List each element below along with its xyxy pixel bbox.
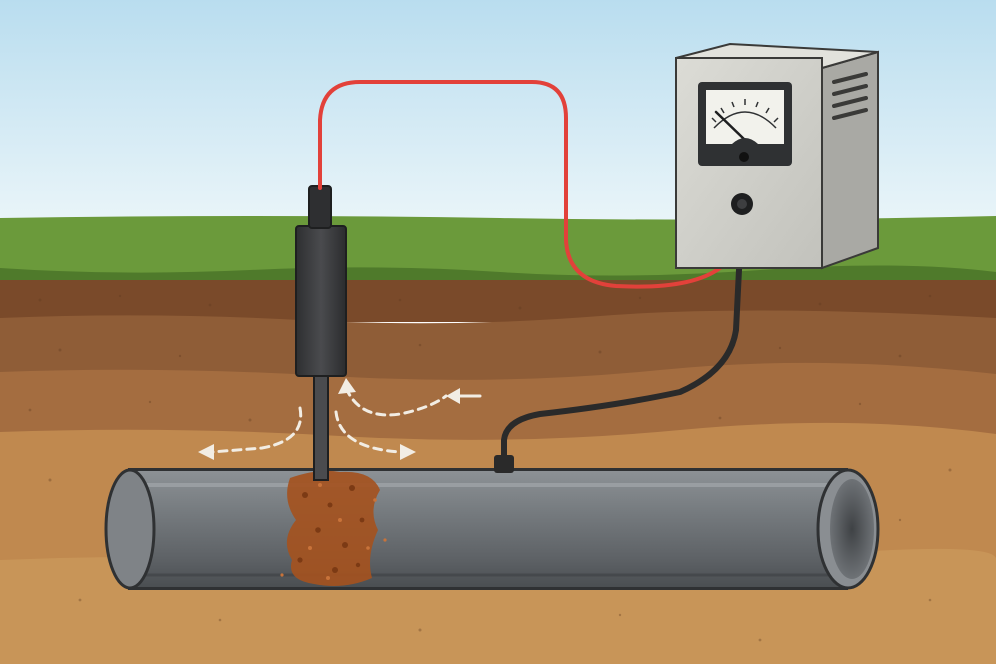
arrowhead-up [338, 378, 356, 394]
meter-needle [714, 110, 747, 142]
meter-vents [832, 72, 868, 120]
corrosion-patch [280, 470, 387, 586]
arrow-heads [198, 378, 416, 460]
soil-layer-2 [0, 310, 996, 380]
arrowhead-left [198, 444, 214, 460]
analog-meter-icon [675, 42, 879, 270]
reference-probe-icon [295, 185, 347, 481]
pipe-body [128, 470, 848, 588]
current-flow-arrows [210, 386, 448, 454]
buried-pipe-icon [104, 468, 880, 590]
soil-layer-3 [0, 362, 996, 440]
black-wire [501, 247, 743, 461]
meter-scale [713, 111, 777, 129]
arrow-right-upper [344, 386, 448, 417]
probe-handle [295, 225, 347, 377]
pipe-left-cap [104, 468, 156, 590]
probe-cap [308, 185, 332, 229]
pipe-connector [494, 455, 514, 473]
arrowhead-right-lower [400, 444, 416, 460]
meter-side [821, 50, 879, 270]
meter-knob [739, 152, 749, 162]
probe-rod [313, 371, 329, 481]
incoming-arrow [446, 388, 482, 404]
meter-face [706, 90, 784, 144]
arrow-right-lower [334, 410, 402, 454]
arrow-left [210, 406, 303, 454]
